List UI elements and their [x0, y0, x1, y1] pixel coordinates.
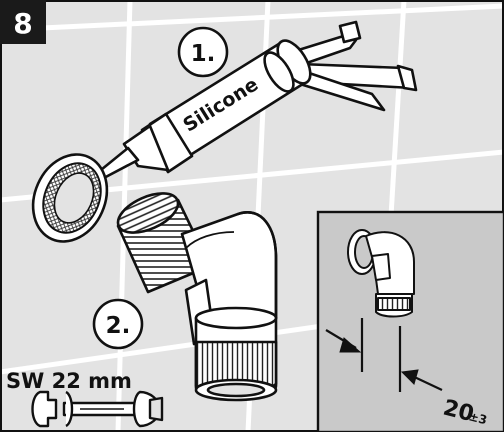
inset-fitting [347, 229, 415, 318]
elbow-fitting [116, 192, 278, 402]
dimension-marker [325, 318, 443, 392]
step-badge: 8 [0, 0, 46, 44]
callout-step-2: 2. [92, 298, 144, 350]
dimension-tolerance: ±3 [467, 409, 488, 427]
cartridge-plunger [290, 20, 418, 112]
wrench-icon [31, 390, 164, 428]
callout-step-2-label: 2. [106, 313, 131, 339]
detail-inset: 20 ±3 [316, 210, 504, 432]
sealing-ring [31, 153, 109, 243]
wrench-size-label: SW 22 mm [6, 369, 132, 393]
wrench-size: SW 22 mm [6, 369, 164, 428]
cartridge-tube [122, 39, 312, 174]
callout-step-1: 1. [177, 26, 229, 78]
step-number: 8 [13, 7, 32, 40]
callout-step-1-label: 1. [191, 41, 216, 67]
